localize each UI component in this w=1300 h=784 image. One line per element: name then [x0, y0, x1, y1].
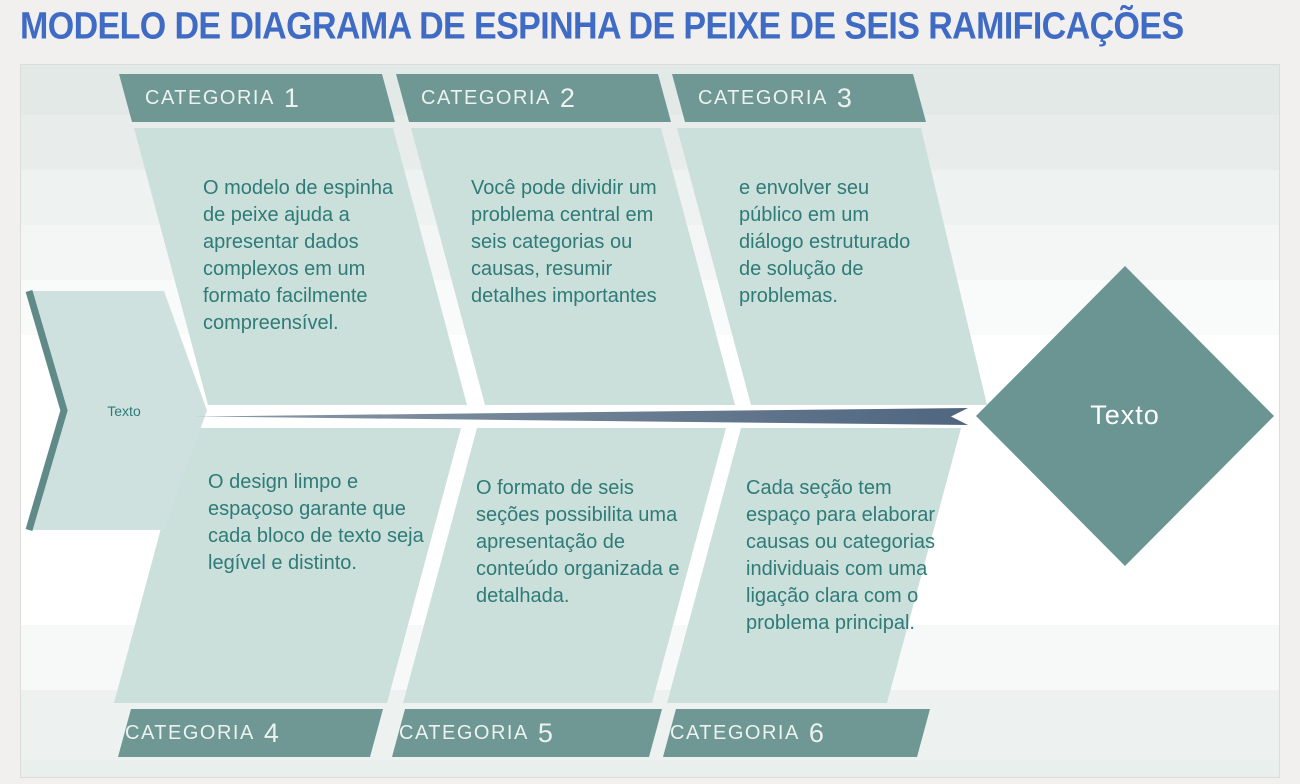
branch-4-header-label: CATEGORIA 4	[125, 709, 280, 757]
branch-5-category: CATEGORIA	[399, 721, 529, 744]
branch-3-number: 3	[836, 82, 854, 113]
branch-2-text[interactable]: Você pode dividir um problema central em…	[471, 177, 657, 307]
tail-chevron-shape[interactable]	[29, 291, 207, 530]
branch-5-header-shape[interactable]	[392, 709, 662, 757]
head-label[interactable]: Texto	[1090, 400, 1160, 430]
page-title: MODELO DE DIAGRAMA DE ESPINHA DE PEIXE D…	[20, 5, 1184, 48]
tail-chevron-accent	[25, 290, 68, 531]
branch-6-text[interactable]: Cada seção tem espaço para elaborar caus…	[746, 477, 936, 634]
branch-3-body-shape[interactable]	[677, 128, 987, 405]
branch-6-header-shape[interactable]	[663, 709, 930, 757]
branch-6-body-shape[interactable]	[667, 428, 961, 703]
branch-6-category: CATEGORIA	[670, 721, 800, 744]
fishbone-diagram	[25, 74, 1274, 757]
branch-1-body-shape[interactable]	[134, 128, 467, 405]
branch-3-header-label: CATEGORIA 3	[698, 74, 853, 122]
branch-4-body-shape[interactable]	[114, 428, 461, 703]
spine-line	[193, 408, 968, 425]
branch-3-header-shape[interactable]	[672, 74, 926, 122]
branch-1-header-shape[interactable]	[119, 74, 395, 122]
branch-5-text[interactable]: O formato de seis seções possibilita uma…	[476, 477, 680, 607]
branch-4-header-shape[interactable]	[118, 709, 383, 757]
tail-label[interactable]: Texto	[107, 403, 141, 419]
branch-4-number: 4	[263, 717, 281, 748]
branch-1-header-label: CATEGORIA 1	[145, 74, 300, 122]
branch-6-number: 6	[808, 717, 826, 748]
branch-3-category: CATEGORIA	[698, 86, 828, 109]
branch-1-number: 1	[283, 82, 301, 113]
branch-1-category: CATEGORIA	[145, 86, 275, 109]
branch-6-header-label: CATEGORIA 6	[670, 709, 825, 757]
diagram-panel: CATEGORIA 1 CATEGORIA 2 CATEGORIA 3 CATE…	[20, 64, 1280, 778]
branch-4-text[interactable]: O design limpo e espaçoso garante que ca…	[208, 471, 424, 574]
branch-2-header-label: CATEGORIA 2	[421, 74, 576, 122]
branch-5-number: 5	[537, 717, 555, 748]
branch-2-header-shape[interactable]	[396, 74, 671, 122]
branch-3-text[interactable]: e envolver seu público em um diálogo est…	[739, 177, 911, 307]
branch-4-category: CATEGORIA	[125, 721, 255, 744]
branch-2-category: CATEGORIA	[421, 86, 551, 109]
branch-1-text[interactable]: O modelo de espinha de peixe ajuda a apr…	[203, 177, 394, 334]
branch-5-header-label: CATEGORIA 5	[399, 709, 554, 757]
branch-2-number: 2	[559, 82, 577, 113]
branch-2-body-shape[interactable]	[411, 128, 735, 405]
head-diamond-shape[interactable]	[976, 266, 1274, 566]
branch-5-body-shape[interactable]	[403, 428, 726, 703]
